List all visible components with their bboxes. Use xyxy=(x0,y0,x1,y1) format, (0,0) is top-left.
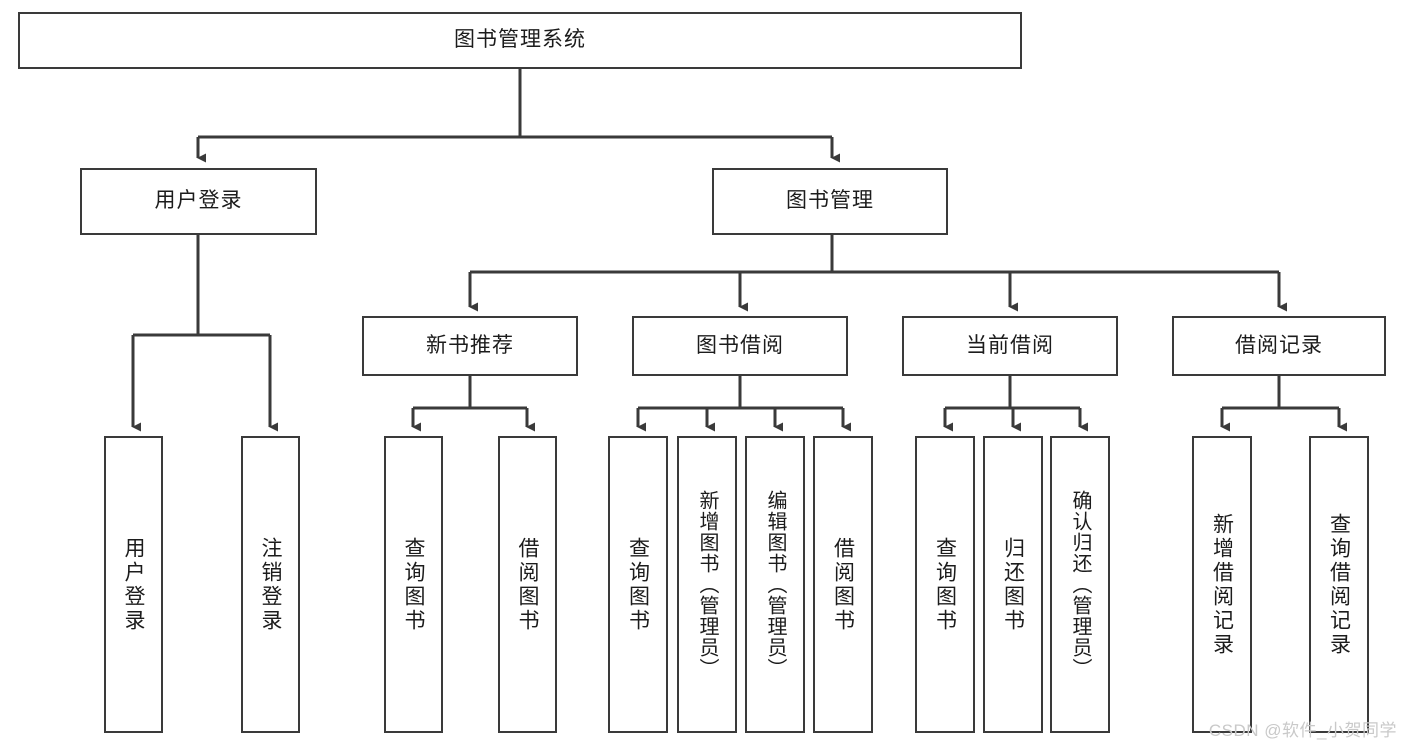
node-leaf-logout-login[interactable]: 注销登录 xyxy=(241,436,300,733)
node-root[interactable]: 图书管理系统 xyxy=(18,12,1022,69)
node-leaf-borrow-book-1[interactable]: 借阅图书 xyxy=(498,436,557,733)
node-borrow-record-label: 借阅记录 xyxy=(1235,333,1323,357)
node-new-book-recommend-label: 新书推荐 xyxy=(426,333,514,357)
node-leaf-query-book-2[interactable]: 查询图书 xyxy=(608,436,668,733)
node-leaf-add-book-label: 新增图书（管理员） xyxy=(696,490,718,679)
node-current-borrow-label: 当前借阅 xyxy=(966,333,1054,357)
node-leaf-confirm-return[interactable]: 确认归还（管理员） xyxy=(1050,436,1110,733)
csdn-watermark: CSDN @软件_小贺同学 xyxy=(1208,721,1397,740)
node-leaf-query-book-1-label: 查询图书 xyxy=(402,536,425,633)
node-user-login-label: 用户登录 xyxy=(154,189,243,213)
node-leaf-logout-login-label: 注销登录 xyxy=(259,536,282,633)
node-book-borrow[interactable]: 图书借阅 xyxy=(632,316,848,376)
node-leaf-query-record[interactable]: 查询借阅记录 xyxy=(1309,436,1369,733)
node-leaf-user-login[interactable]: 用户登录 xyxy=(104,436,163,733)
node-leaf-borrow-book-2-label: 借阅图书 xyxy=(831,536,855,633)
node-leaf-add-record-label: 新增借阅记录 xyxy=(1210,512,1234,657)
node-borrow-record[interactable]: 借阅记录 xyxy=(1172,316,1386,376)
node-book-manage[interactable]: 图书管理 xyxy=(712,168,948,235)
node-leaf-edit-book-label: 编辑图书（管理员） xyxy=(764,490,786,679)
node-leaf-borrow-book-1-label: 借阅图书 xyxy=(516,536,539,633)
node-leaf-confirm-return-label: 确认归还（管理员） xyxy=(1069,490,1091,679)
node-new-book-recommend[interactable]: 新书推荐 xyxy=(362,316,578,376)
node-leaf-add-book[interactable]: 新增图书（管理员） xyxy=(677,436,737,733)
node-root-label: 图书管理系统 xyxy=(454,28,586,52)
node-leaf-borrow-book-2[interactable]: 借阅图书 xyxy=(813,436,873,733)
node-leaf-query-book-1[interactable]: 查询图书 xyxy=(384,436,443,733)
node-leaf-query-book-2-label: 查询图书 xyxy=(626,536,650,633)
node-leaf-user-login-label: 用户登录 xyxy=(122,536,145,633)
node-user-login[interactable]: 用户登录 xyxy=(80,168,317,235)
node-current-borrow[interactable]: 当前借阅 xyxy=(902,316,1118,376)
node-leaf-query-book-3[interactable]: 查询图书 xyxy=(915,436,975,733)
node-leaf-query-book-3-label: 查询图书 xyxy=(933,536,957,633)
node-book-borrow-label: 图书借阅 xyxy=(696,333,784,357)
node-leaf-query-record-label: 查询借阅记录 xyxy=(1327,512,1351,657)
node-leaf-return-book[interactable]: 归还图书 xyxy=(983,436,1043,733)
node-leaf-add-record[interactable]: 新增借阅记录 xyxy=(1192,436,1252,733)
node-leaf-return-book-label: 归还图书 xyxy=(1001,536,1025,633)
node-book-manage-label: 图书管理 xyxy=(786,189,874,213)
node-leaf-edit-book[interactable]: 编辑图书（管理员） xyxy=(745,436,805,733)
